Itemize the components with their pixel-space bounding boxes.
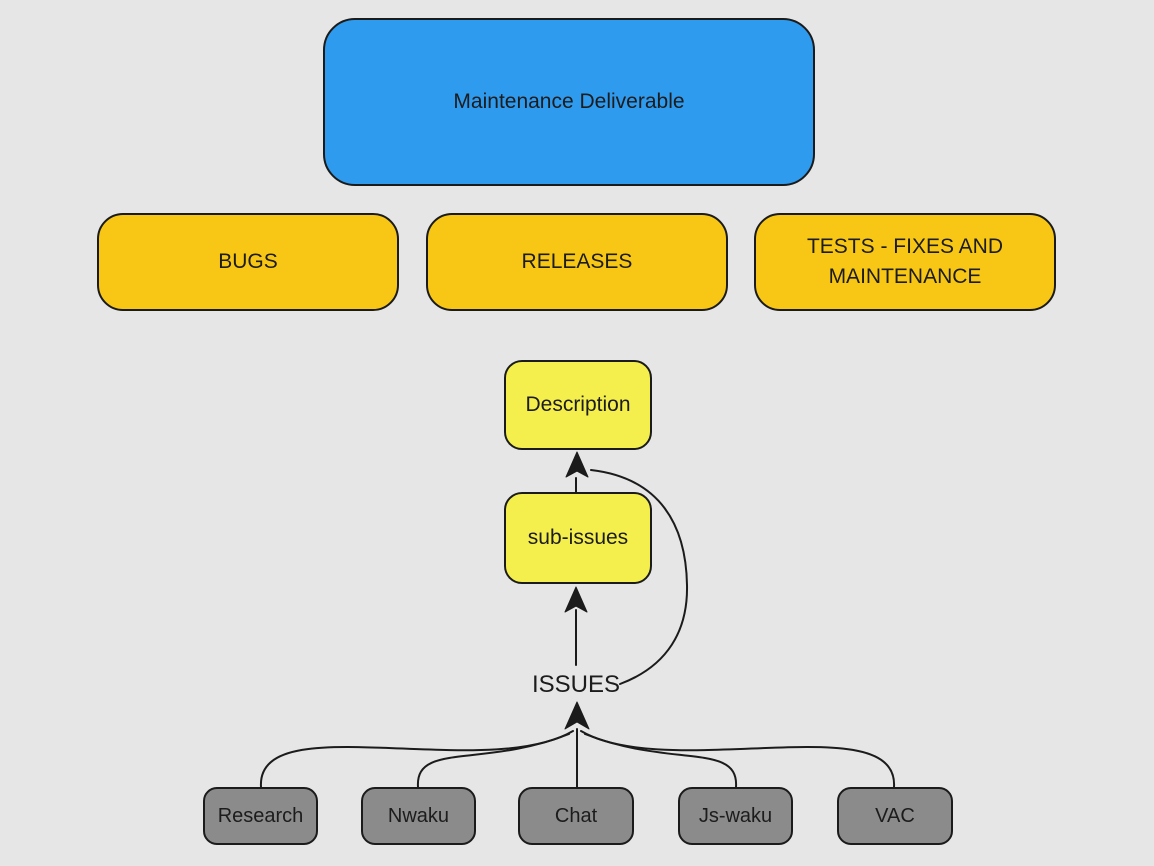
node-chat-label: Chat bbox=[554, 804, 598, 827]
node-sub-issues-label: sub-issues bbox=[527, 525, 629, 549]
arrowhead-into-description bbox=[565, 451, 589, 478]
node-nwaku-label: Nwaku bbox=[387, 804, 450, 827]
node-releases: RELEASES bbox=[426, 213, 728, 311]
node-maintenance-deliverable: Maintenance Deliverable bbox=[323, 18, 815, 186]
node-js-waku: Js-waku bbox=[678, 787, 793, 845]
node-description: Description bbox=[504, 360, 652, 450]
node-description-label: Description bbox=[525, 392, 631, 416]
node-releases-label: RELEASES bbox=[521, 249, 633, 273]
label-issues: ISSUES bbox=[531, 671, 621, 698]
node-maintenance-deliverable-label: Maintenance Deliverable bbox=[453, 89, 685, 113]
node-sub-issues: sub-issues bbox=[504, 492, 652, 584]
connector-research-to-issues bbox=[259, 730, 574, 788]
node-bugs-label: BUGS bbox=[218, 249, 278, 273]
connector-nwaku-to-issues bbox=[416, 733, 570, 788]
connector-vac-to-issues bbox=[580, 730, 896, 788]
node-nwaku: Nwaku bbox=[361, 787, 476, 845]
node-tests-fixes-maintenance-label: TESTS - FIXES AND MAINTENANCE bbox=[806, 234, 1004, 288]
arrowhead-into-subissues bbox=[564, 586, 588, 613]
node-bugs: BUGS bbox=[97, 213, 399, 311]
node-chat: Chat bbox=[518, 787, 634, 845]
node-js-waku-label: Js-waku bbox=[698, 804, 773, 827]
arrowhead-into-issues bbox=[564, 701, 590, 730]
node-vac: VAC bbox=[837, 787, 953, 845]
node-tests-fixes-maintenance: TESTS - FIXES AND MAINTENANCE bbox=[754, 213, 1056, 311]
node-research: Research bbox=[203, 787, 318, 845]
node-vac-label: VAC bbox=[875, 804, 915, 827]
node-research-label: Research bbox=[217, 804, 304, 827]
connector-issues-to-description bbox=[590, 469, 689, 685]
